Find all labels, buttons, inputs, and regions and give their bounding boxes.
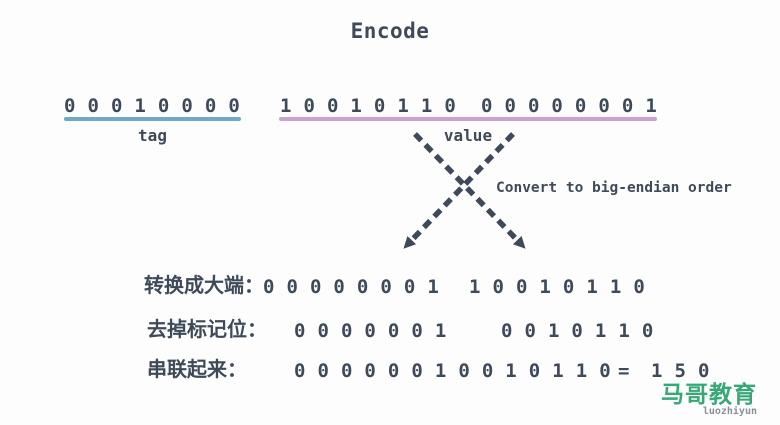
- value-byte2-bits: 0 0 0 0 0 0 0 1: [481, 95, 658, 117]
- tag-label: tag: [138, 126, 167, 145]
- value-label: value: [443, 126, 493, 145]
- equals-sign: =: [618, 360, 630, 382]
- convert-annotation: Convert to big-endian order: [496, 180, 732, 196]
- step1-label: 转换成大端：: [144, 273, 264, 297]
- step1-bits-byte2: 1 0 0 1 0 1 1 0: [469, 276, 646, 298]
- decimal-result: 1 5 0: [651, 360, 710, 382]
- step3-bits: 0 0 0 0 0 0 1 0 0 1 0 1 1 0: [294, 360, 611, 382]
- step3-label: 串联起来：: [147, 357, 247, 381]
- step1-bits-byte1: 0 0 0 0 0 0 0 1: [263, 276, 440, 298]
- watermark-subtext: luozhiyun: [702, 406, 757, 417]
- tag-bits: 0 0 0 1 0 0 0 0: [64, 95, 241, 117]
- step2-bits-byte1: 0 0 0 0 0 0 1: [294, 320, 447, 342]
- watermark-logo: 马哥教育: [661, 382, 757, 408]
- value-underline: [279, 117, 657, 121]
- diagram-title: Encode: [350, 19, 430, 43]
- step2-bits-byte2: 0 0 1 0 1 1 0: [501, 320, 654, 342]
- value-byte1-bits: 1 0 0 1 0 1 1 0: [280, 95, 457, 117]
- tag-underline: [64, 117, 241, 121]
- step2-label: 去掉标记位：: [147, 317, 267, 341]
